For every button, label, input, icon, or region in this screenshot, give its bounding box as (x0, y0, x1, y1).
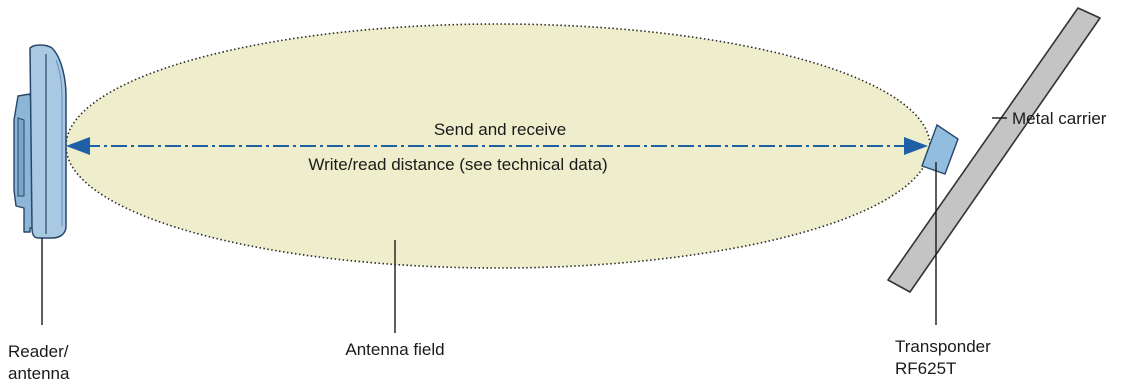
arrowhead-left (66, 137, 90, 155)
transponder-icon (921, 123, 959, 175)
distance-label: Write/read distance (see technical data) (308, 155, 607, 174)
transponder-label-line1: Transponder (895, 337, 991, 356)
reader-label-line2: antenna (8, 364, 70, 382)
reader-antenna-icon (13, 44, 67, 239)
metal-carrier-label: Metal carrier (1012, 109, 1107, 128)
metal-carrier-icon (887, 7, 1101, 293)
reader-label-line1: Reader/ (8, 342, 69, 361)
antenna-field-label: Antenna field (345, 340, 444, 359)
send-receive-arrow (66, 137, 928, 155)
transponder-label-line2: RF625T (895, 359, 956, 378)
arrowhead-right (904, 137, 928, 155)
send-receive-label: Send and receive (434, 120, 566, 139)
